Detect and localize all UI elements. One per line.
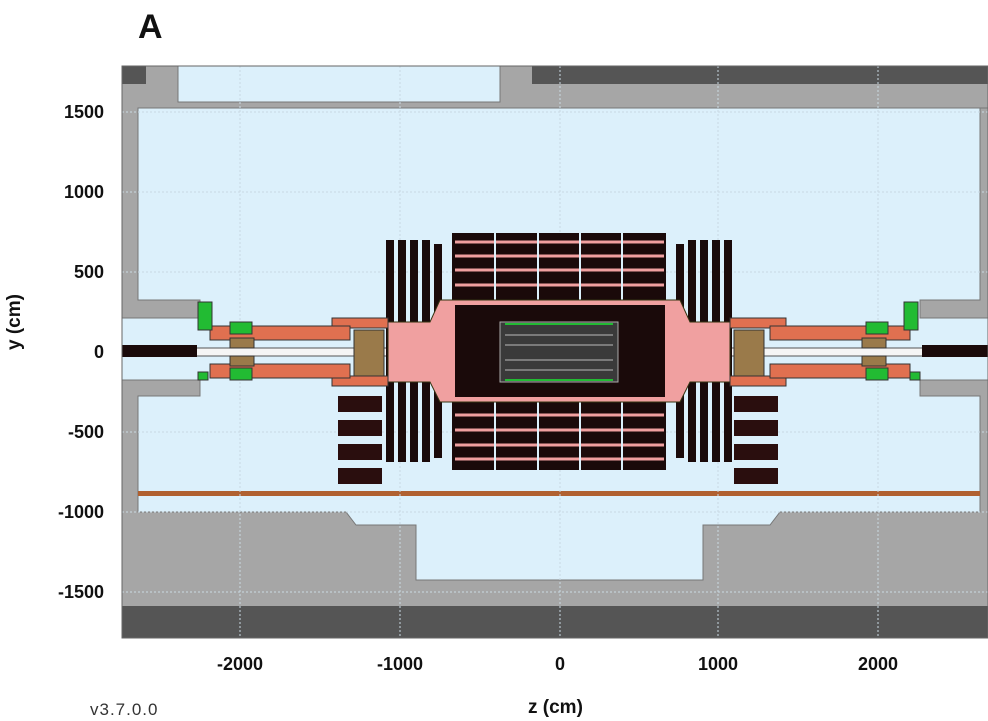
green-forward-elements	[197, 301, 921, 381]
y-tick-labels: 1500 1000 500 0 -500 -1000 -1500	[58, 102, 104, 602]
x-tick-label: -1000	[377, 654, 423, 674]
brass-right	[733, 329, 765, 377]
barrel-wheel-gaps	[494, 233, 623, 470]
dark-rock-top-right	[532, 66, 988, 84]
brass-left	[353, 329, 385, 377]
y-tick-label: -1500	[58, 582, 104, 602]
shield-left	[122, 345, 197, 357]
tracker-core	[499, 321, 619, 383]
shield-right	[922, 345, 988, 357]
x-tick-label: 1000	[698, 654, 738, 674]
tracker-strips	[505, 334, 613, 371]
barrel-layers	[455, 240, 664, 461]
y-tick-label: 0	[94, 342, 104, 362]
x-axis-label: z (cm)	[528, 697, 583, 718]
dark-rock-bottom	[122, 606, 988, 638]
x-tick-label: 2000	[858, 654, 898, 674]
x-tick-label: 0	[555, 654, 565, 674]
panel-label: A	[138, 8, 163, 46]
lower-blocks	[338, 396, 778, 484]
dark-rock-top-left	[122, 66, 146, 84]
plot-frame	[121, 65, 988, 639]
y-tick-label: -1000	[58, 502, 104, 522]
version-label: v3.7.0.0	[90, 700, 159, 719]
y-tick-label: 500	[74, 262, 104, 282]
y-tick-label: -500	[68, 422, 104, 442]
cavern-floor	[138, 491, 980, 496]
x-tick-labels: -2000 -1000 0 1000 2000	[217, 654, 898, 674]
y-tick-label: 1500	[64, 102, 104, 122]
x-tick-label: -2000	[217, 654, 263, 674]
y-tick-label: 1000	[64, 182, 104, 202]
